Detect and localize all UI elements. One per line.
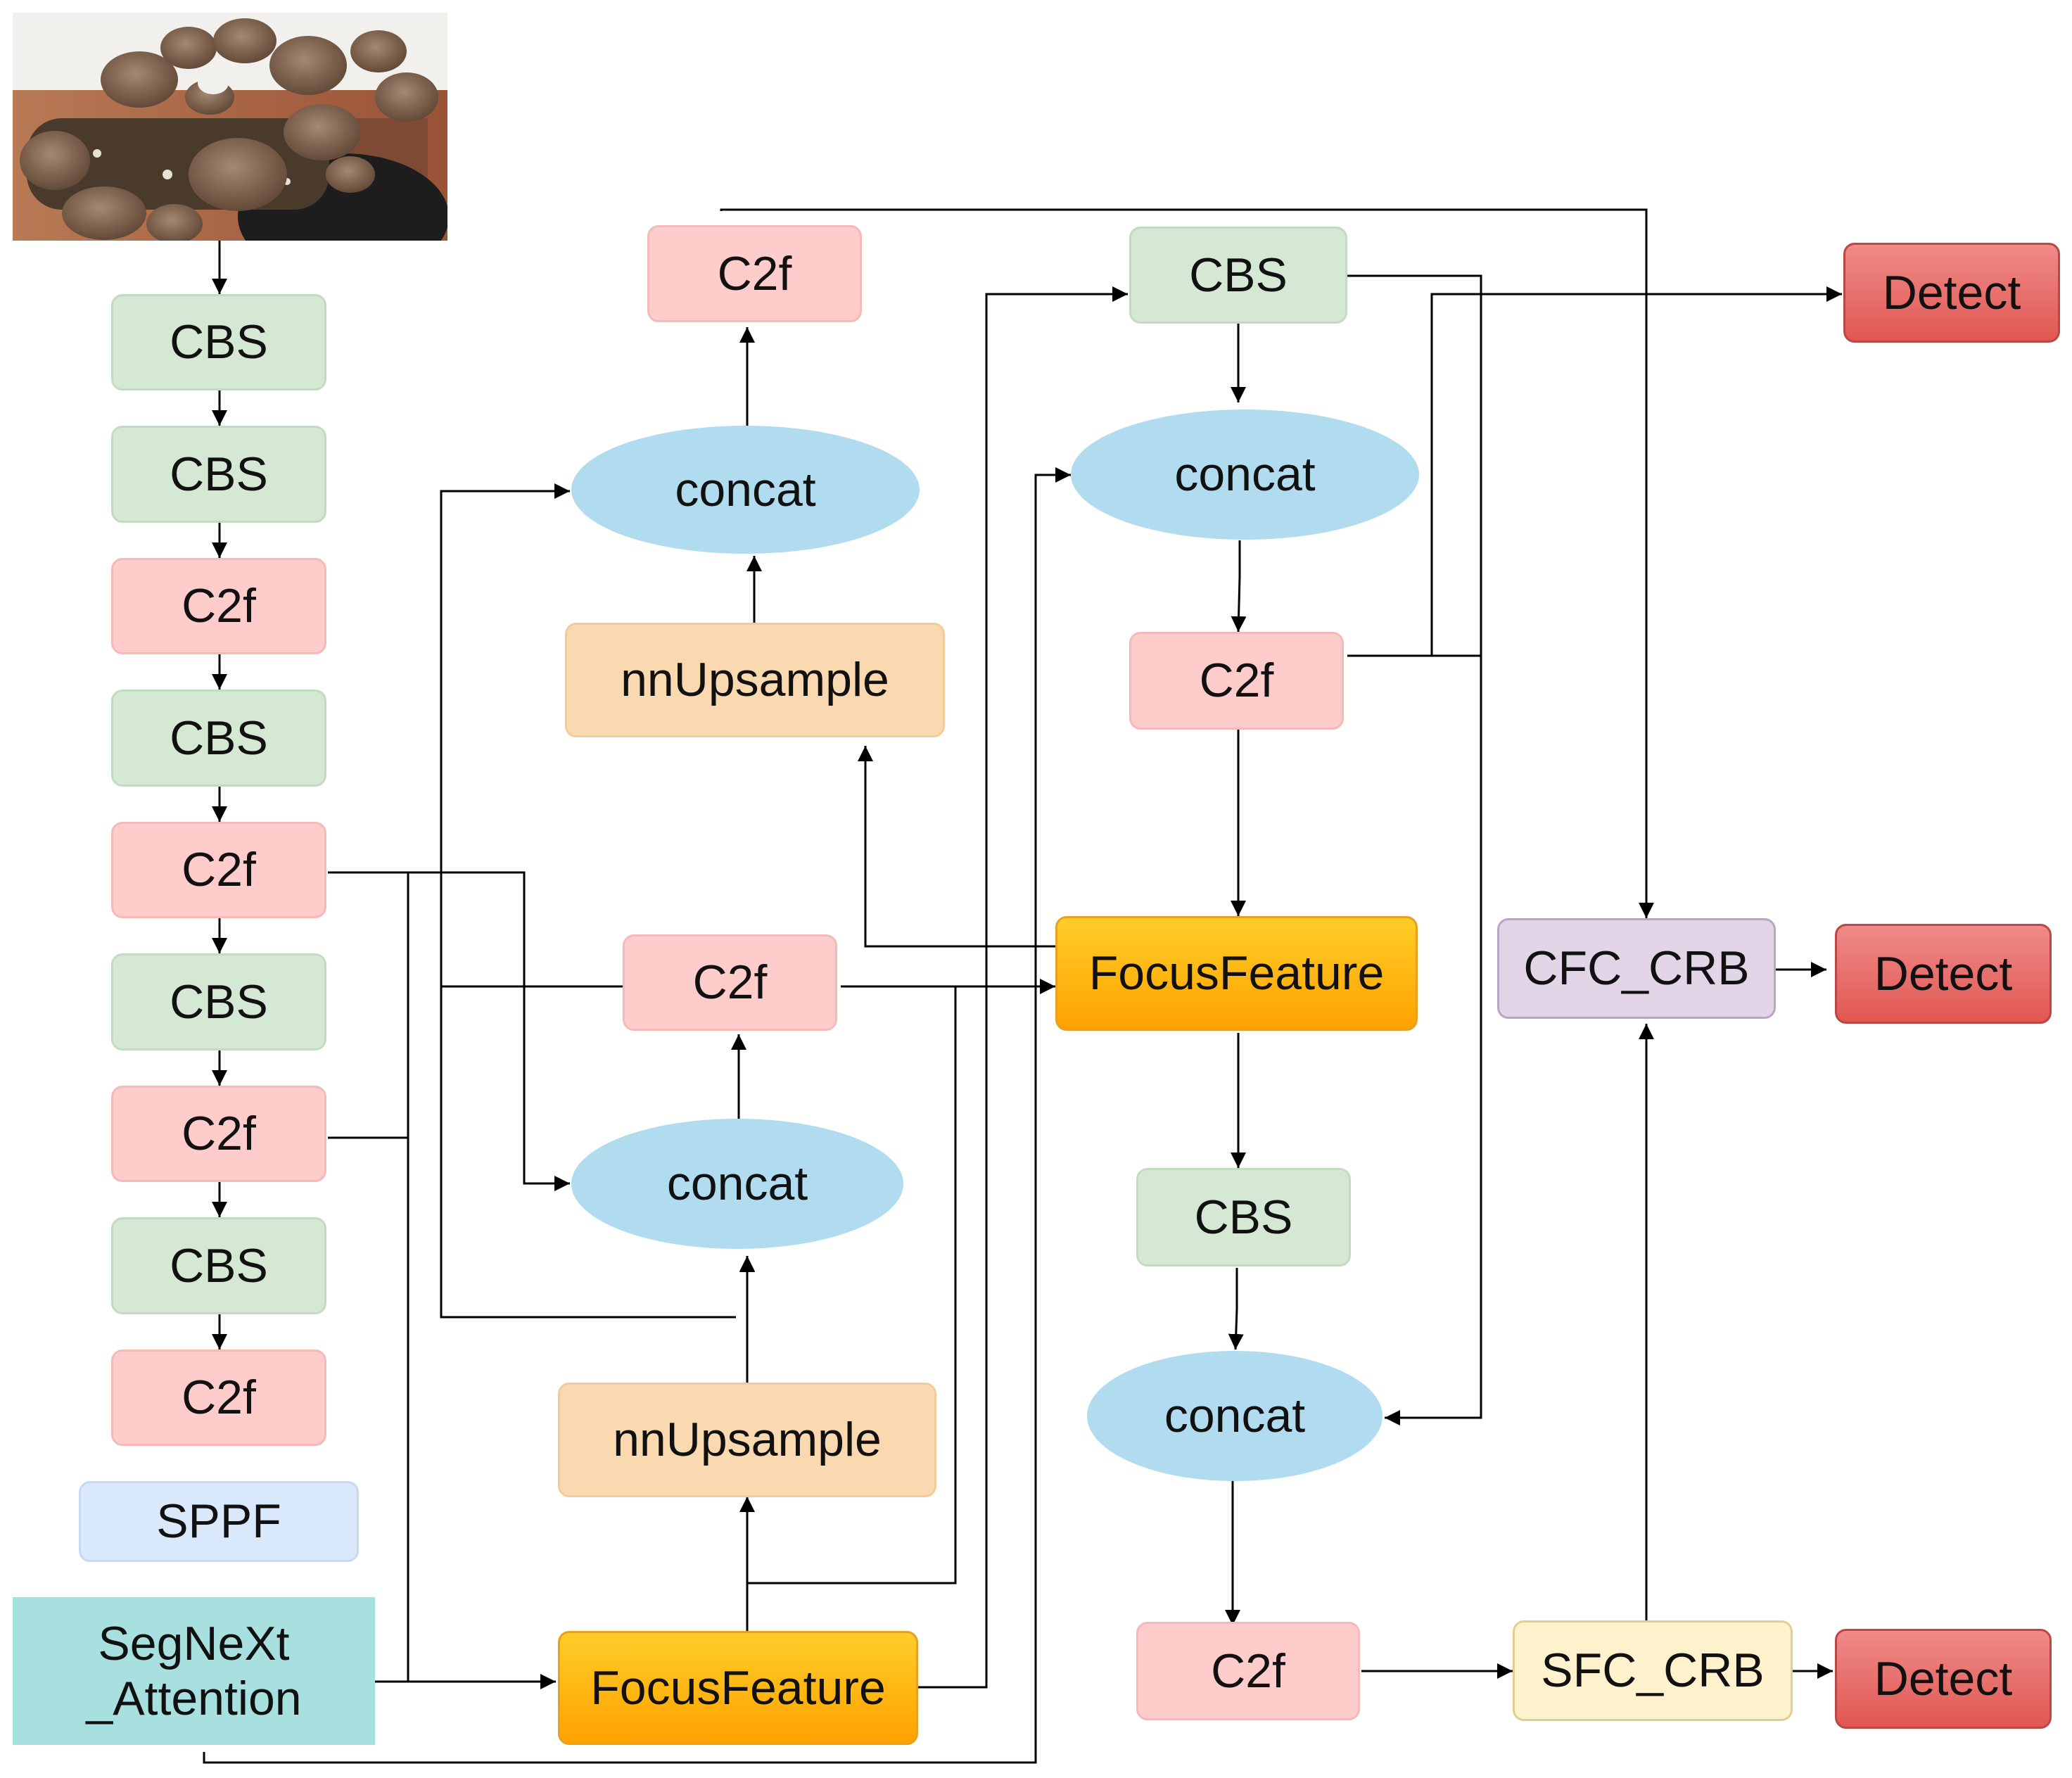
arrow xyxy=(440,483,736,1319)
sppf-block: SPPF xyxy=(79,1481,359,1562)
arrow xyxy=(858,746,1055,948)
segnext-attention-block: SegNeXt _Attention xyxy=(13,1597,375,1745)
head-concat-a: concat xyxy=(1071,409,1419,540)
backbone-c2f-1: C2f xyxy=(111,558,326,654)
cfc-crb-block: CFC_CRB xyxy=(1497,918,1776,1019)
arrow xyxy=(918,286,1128,1689)
neck-c2f-mid: C2f xyxy=(623,934,837,1031)
backbone-cbs-3: CBS xyxy=(111,690,326,787)
detect-block-1: Detect xyxy=(1843,243,2060,343)
head-c2f-a: C2f xyxy=(1129,632,1344,730)
sfc-crb-block: SFC_CRB xyxy=(1513,1620,1793,1721)
neck-c2f-top: C2f xyxy=(647,225,862,322)
head-cbs-top: CBS xyxy=(1129,227,1347,324)
backbone-c2f-3: C2f xyxy=(111,1086,326,1182)
arrow xyxy=(1228,1268,1244,1350)
head-c2f-b: C2f xyxy=(1136,1622,1360,1720)
detect-block-2: Detect xyxy=(1835,924,2052,1024)
neck-concat-mid: concat xyxy=(571,1119,903,1249)
neck-upsample-top: nnUpsample xyxy=(565,623,945,737)
head-concat-b: concat xyxy=(1087,1351,1383,1481)
head-cbs-b: CBS xyxy=(1136,1168,1351,1266)
backbone-cbs-5: CBS xyxy=(111,1217,326,1314)
backbone-cbs-4: CBS xyxy=(111,953,326,1050)
arrow xyxy=(1347,286,1842,657)
neck-concat-top: concat xyxy=(571,426,920,554)
mushroom-photo-icon xyxy=(13,13,447,241)
backbone-c2f-2: C2f xyxy=(111,822,326,918)
input-photo xyxy=(13,13,447,241)
backbone-cbs-2: CBS xyxy=(111,426,326,523)
arrow xyxy=(720,208,1654,918)
head-focus-feature: FocusFeature xyxy=(1055,916,1418,1031)
arrow xyxy=(1231,540,1247,633)
arrow xyxy=(203,467,1071,1764)
backbone-cbs-1: CBS xyxy=(111,294,326,390)
backbone-c2f-4: C2f xyxy=(111,1350,326,1446)
neck-focus-feature: FocusFeature xyxy=(558,1631,918,1745)
neck-upsample-bottom: nnUpsample xyxy=(558,1383,936,1497)
detect-block-3: Detect xyxy=(1835,1629,2052,1729)
arrow xyxy=(328,871,570,1191)
line xyxy=(328,871,409,1682)
line xyxy=(747,985,957,1585)
arrow xyxy=(1347,274,1482,1425)
